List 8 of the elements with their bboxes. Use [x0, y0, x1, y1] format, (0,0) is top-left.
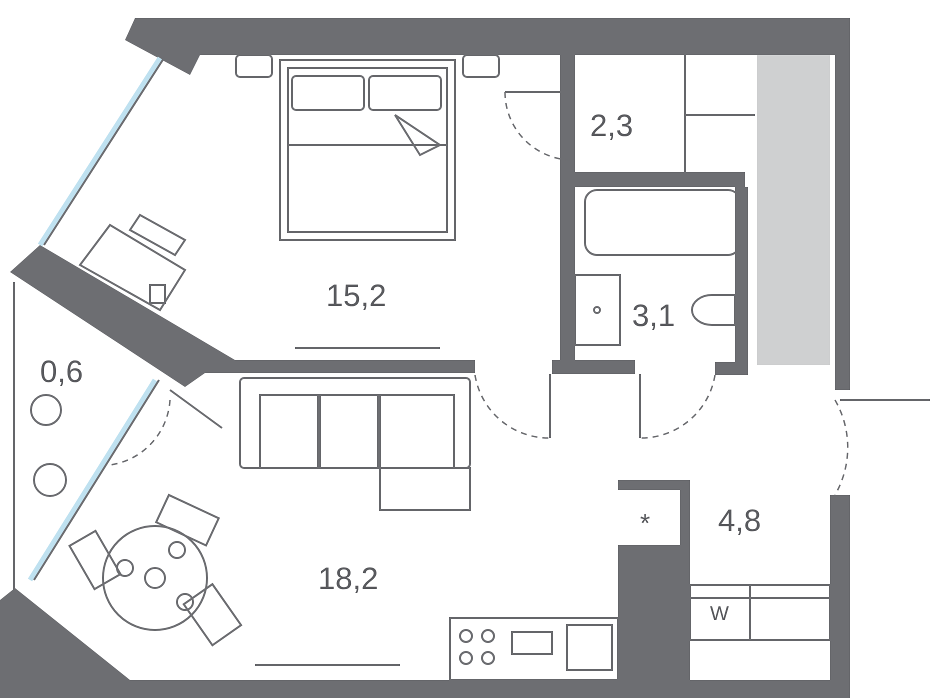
room-area-label: 18,2 [318, 563, 378, 594]
room-area-label: 2,3 [590, 110, 634, 141]
room-area-label: 15,2 [326, 280, 386, 311]
fridge-mark: * [640, 510, 650, 536]
room-area-label: 4,8 [718, 505, 762, 536]
room-area-label: 0,6 [40, 356, 84, 387]
washer-mark: W [710, 604, 729, 624]
room-area-label: 3,1 [632, 300, 676, 331]
